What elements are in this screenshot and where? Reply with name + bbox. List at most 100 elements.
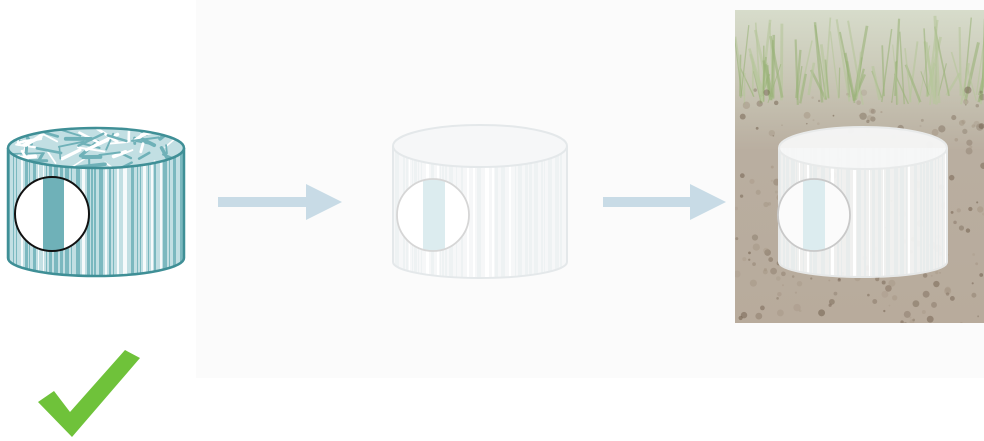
- fiber-stripe: [555, 140, 559, 280]
- soil-speck: [811, 96, 814, 99]
- top-fiber: [168, 124, 178, 132]
- soil-speck: [927, 316, 934, 323]
- soil-speck: [806, 123, 808, 125]
- soil-speck: [872, 299, 877, 304]
- soil-speck: [966, 148, 973, 155]
- soil-speck: [975, 262, 978, 265]
- soil-speck: [949, 175, 955, 181]
- soil-speck: [763, 248, 769, 254]
- soil-speck: [974, 121, 980, 127]
- soil-speck: [931, 302, 937, 308]
- fiber-stripe: [938, 140, 939, 280]
- soil-speck: [782, 284, 784, 286]
- soil-speck: [829, 299, 835, 305]
- soil-speck: [957, 208, 961, 212]
- soil-speck: [768, 257, 773, 262]
- fiber-stripe: [935, 140, 936, 280]
- soil-speck: [861, 90, 867, 96]
- soil-speck: [752, 262, 756, 266]
- soil-speck: [781, 271, 786, 276]
- soil-speck: [777, 309, 784, 316]
- soil-speck: [977, 206, 983, 212]
- soil-speck: [735, 237, 738, 240]
- soil-speck: [971, 293, 976, 298]
- top-fiber: [59, 147, 60, 159]
- soil-speck: [750, 280, 757, 287]
- fiber-stripe: [942, 140, 943, 280]
- soil-speck: [735, 207, 738, 210]
- soil-speck: [742, 257, 746, 261]
- soil-speck: [912, 319, 915, 322]
- soil-speck: [776, 297, 779, 300]
- soil-speck: [892, 295, 897, 300]
- soil-speck: [953, 221, 957, 225]
- soil-speck: [859, 114, 861, 116]
- soil-speck: [923, 291, 930, 298]
- soil-speck: [921, 119, 924, 122]
- soil-speck: [954, 138, 958, 142]
- grass-blade: [773, 35, 774, 99]
- soil-speck: [922, 310, 926, 314]
- soil-speck: [740, 114, 746, 120]
- top-fiber: [166, 145, 167, 153]
- soil-speck: [951, 115, 956, 120]
- soil-speck: [748, 259, 750, 261]
- cylinder-in-soil: [778, 127, 948, 280]
- soil-speck: [817, 122, 820, 125]
- soil-speck: [838, 278, 841, 281]
- grass-blade: [839, 68, 840, 98]
- cylinder-faded: [393, 125, 567, 280]
- fiber-stripe: [13, 140, 14, 280]
- soil-speck: [889, 305, 891, 307]
- soil-speck: [964, 86, 971, 93]
- top-fiber: [9, 153, 44, 154]
- soil-speck: [792, 275, 795, 278]
- soil-speck: [867, 294, 870, 297]
- soil-speck: [938, 125, 945, 132]
- soil-speck: [741, 312, 747, 318]
- soil-speck: [748, 251, 751, 254]
- soil-speck: [810, 277, 812, 279]
- soil-speck: [760, 306, 765, 311]
- soil-speck: [939, 272, 941, 274]
- soil-speck: [866, 120, 869, 123]
- soil-speck: [966, 140, 972, 146]
- soil-speck: [772, 135, 774, 137]
- soil-speck: [834, 292, 838, 296]
- soil-speck: [856, 100, 861, 105]
- soil-speck: [933, 281, 939, 287]
- soil-speck: [793, 304, 800, 311]
- soil-speck: [959, 225, 964, 230]
- soil-speck: [755, 313, 762, 320]
- soil-speck: [919, 125, 921, 127]
- grass-blade: [744, 73, 745, 105]
- soil-speck: [813, 119, 815, 121]
- soil-speck: [753, 243, 760, 250]
- soil-speck: [774, 101, 778, 105]
- soil-speck: [935, 271, 938, 274]
- top-fiber: [26, 147, 27, 156]
- soil-speck: [828, 279, 830, 281]
- soil-speck: [931, 275, 933, 277]
- soil-speck: [757, 101, 763, 107]
- soil-speck: [776, 276, 781, 281]
- soil-speck: [966, 228, 970, 232]
- fiber-stripe: [560, 140, 562, 280]
- soil-speck: [752, 234, 758, 240]
- soil-speck: [946, 292, 949, 295]
- soil-speck: [972, 253, 975, 256]
- cylinder-intact: [1, 124, 192, 280]
- soil-speck: [909, 316, 911, 318]
- soil-speck: [913, 300, 920, 307]
- top-fiber: [162, 130, 193, 133]
- soil-speck: [781, 124, 783, 126]
- soil-speck: [771, 166, 774, 169]
- soil-speck: [923, 273, 928, 278]
- soil-speck: [959, 120, 965, 126]
- soil-speck: [749, 179, 754, 184]
- soil-speck: [950, 296, 955, 301]
- soil-speck: [795, 292, 797, 294]
- soil-speck: [753, 88, 756, 91]
